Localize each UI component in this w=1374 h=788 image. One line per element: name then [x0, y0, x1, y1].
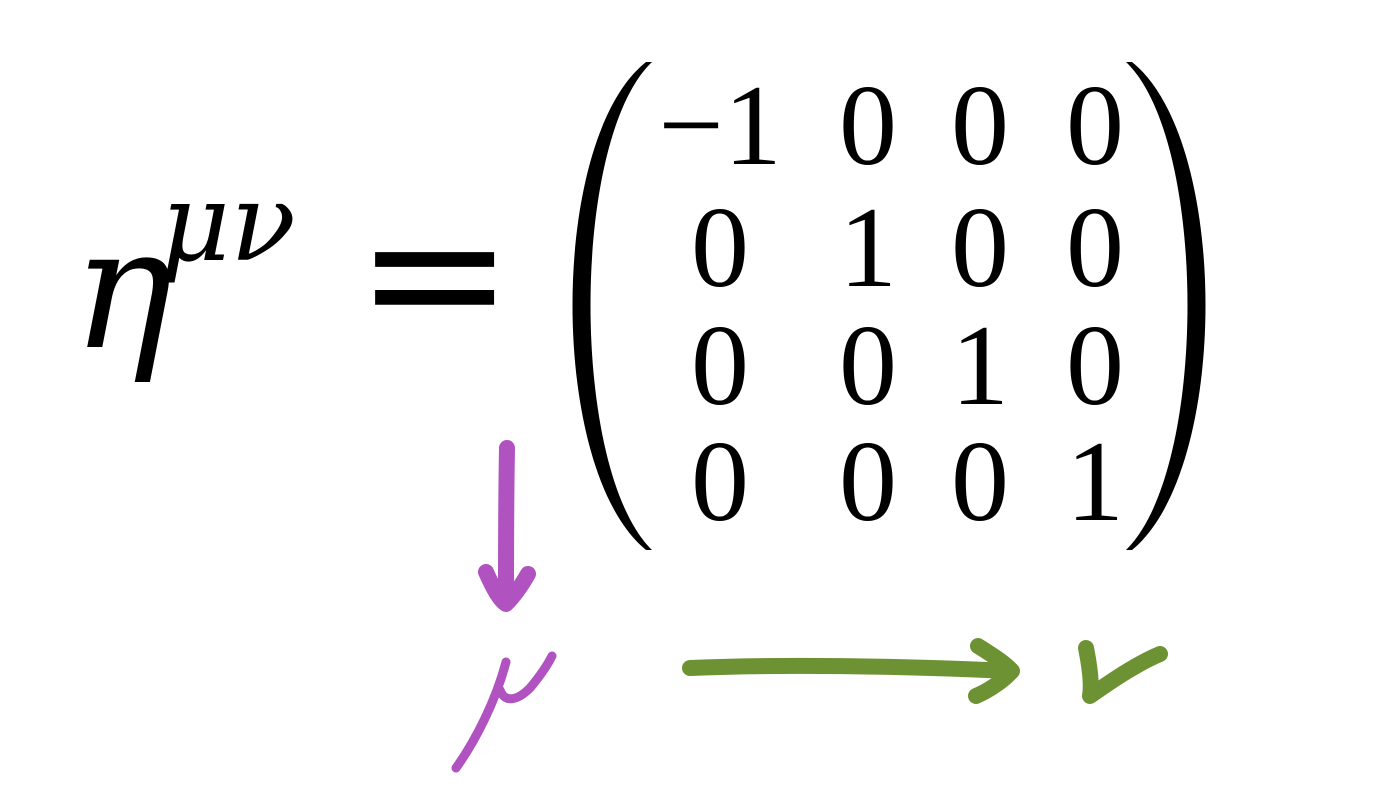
matrix-cell-2-2: 1 [951, 302, 1009, 430]
matrix-cell-3-0: 0 [691, 418, 749, 546]
equals-sign: = [355, 162, 515, 383]
column-index-annotation [682, 638, 1168, 704]
matrix-cell-0-1: 0 [839, 62, 897, 190]
matrix-cell-2-1: 0 [839, 302, 897, 430]
matrix-cell-3-1: 0 [839, 418, 897, 546]
right-arrow-icon [682, 638, 1020, 704]
row-index-annotation [451, 440, 557, 773]
matrix-cell-0-0: −1 [658, 62, 782, 190]
left-parenthesis [572, 62, 652, 550]
matrix-cell-2-0: 0 [691, 302, 749, 430]
right-parenthesis [1126, 62, 1206, 550]
nu-handwritten-glyph [1078, 640, 1168, 704]
matrix-cell-2-3: 0 [1066, 302, 1124, 430]
matrix-cell-1-1: 1 [839, 184, 897, 312]
matrix-cell-0-3: 0 [1066, 62, 1124, 190]
matrix-cell-3-2: 0 [951, 418, 1009, 546]
matrix-cell-1-3: 0 [1066, 184, 1124, 312]
matrix-cell-1-2: 0 [951, 184, 1009, 312]
eta-symbol: η [72, 191, 173, 387]
down-arrow-icon [478, 440, 536, 612]
mu-handwritten-glyph [451, 651, 557, 773]
matrix-cell-1-0: 0 [691, 184, 749, 312]
mu-nu-superscript: μν [160, 161, 296, 286]
matrix-cell-3-3: 1 [1066, 418, 1124, 546]
matrix-cell-0-2: 0 [951, 62, 1009, 190]
